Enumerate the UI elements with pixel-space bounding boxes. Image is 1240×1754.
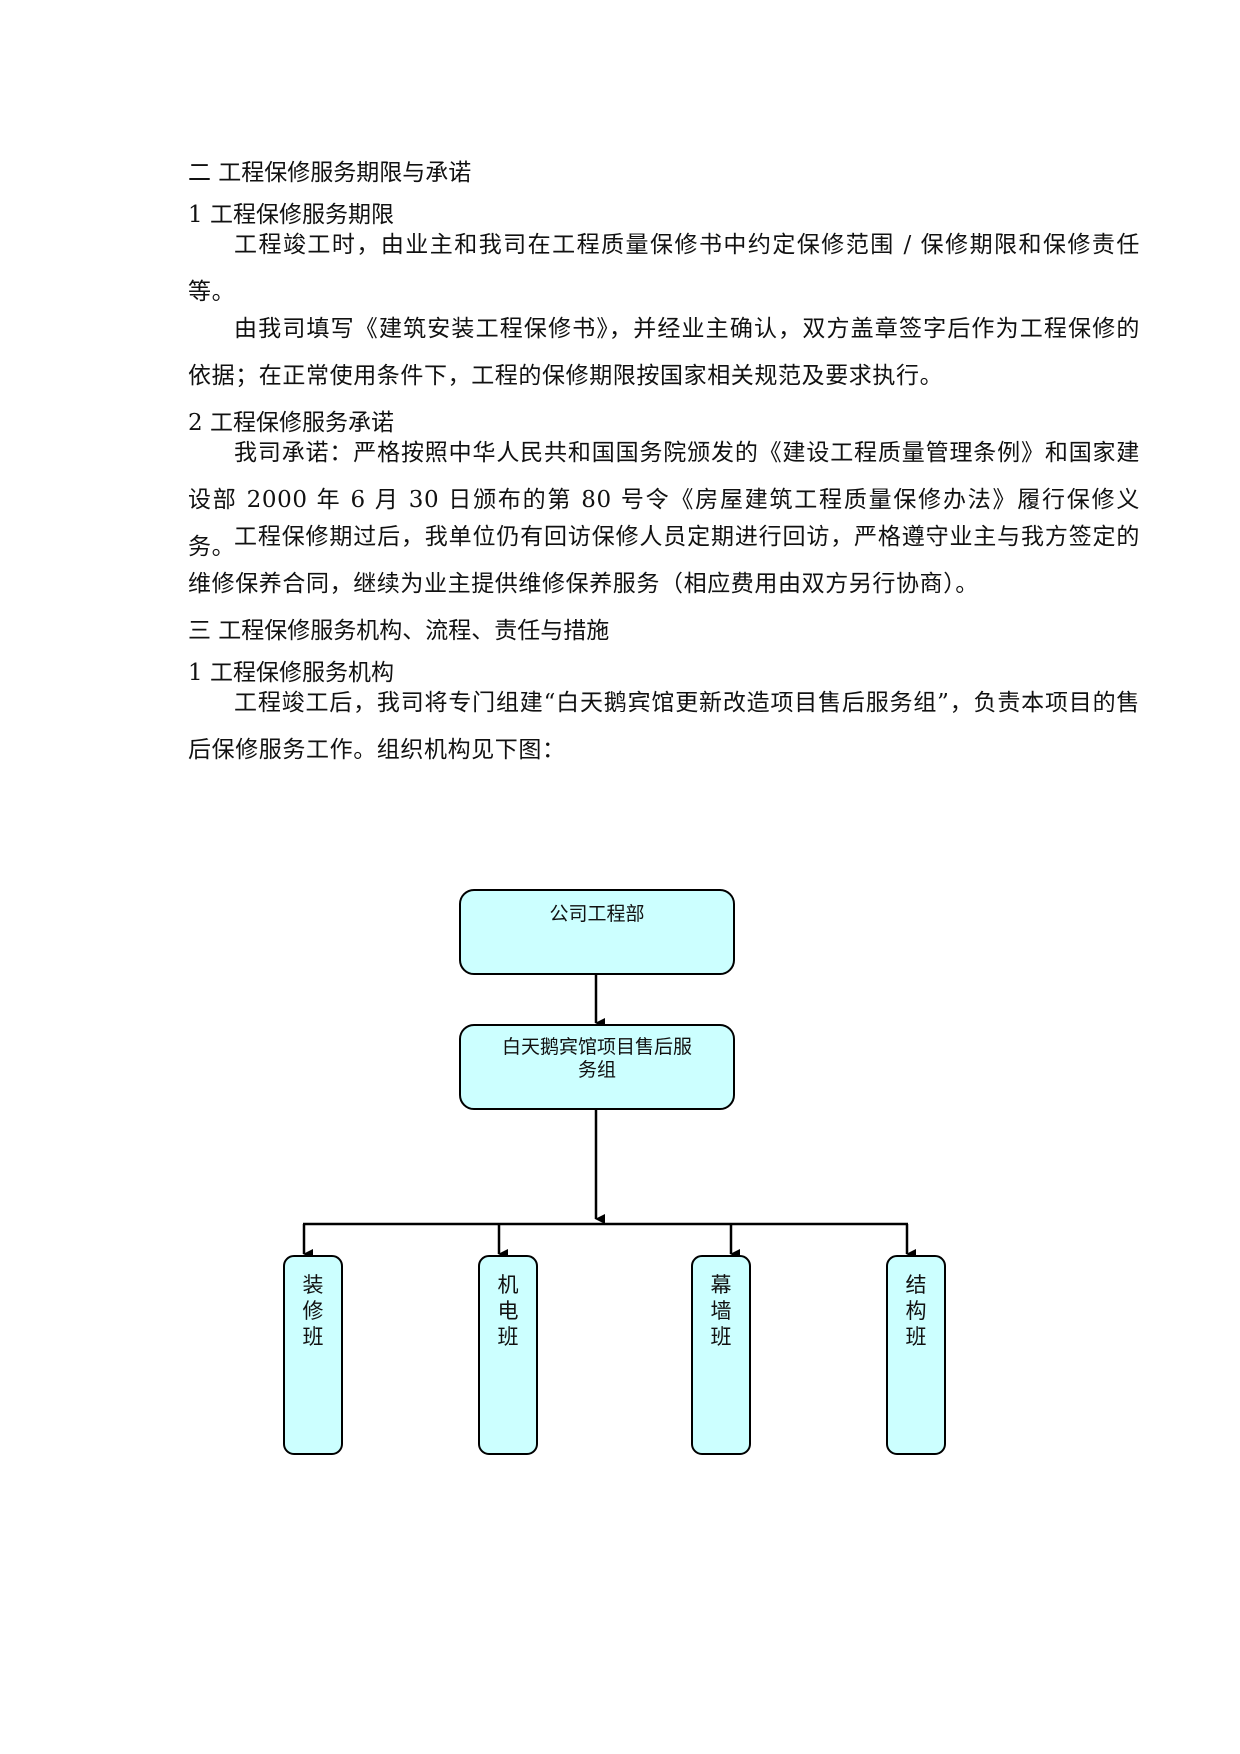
subheading-commitment: 2 工程保修服务承诺 <box>188 410 394 436</box>
subheading-period: 1 工程保修服务期限 <box>188 202 394 228</box>
org-team-box-4 <box>886 1255 946 1455</box>
section-heading-warranty: 二 工程保修服务期限与承诺 <box>188 160 472 186</box>
org-node-middle-line1: 白天鹅宾馆项目售后服 <box>501 1036 692 1058</box>
org-team-4-char-1: 结 <box>905 1273 927 1297</box>
org-team-3-char-1: 幕 <box>710 1273 732 1297</box>
org-team-1-label: 装 修 班 <box>298 1272 328 1350</box>
paragraph-commitment-1: 我司承诺：严格按照中华人民共和国国务院颁发的《建设工程质量管理条例》和国家建设部… <box>188 440 1140 560</box>
org-team-1-char-1: 装 <box>302 1273 324 1297</box>
org-node-middle-line2: 务组 <box>577 1059 616 1081</box>
org-team-4-char-2: 构 <box>905 1299 927 1323</box>
org-team-box-1 <box>283 1255 343 1455</box>
org-team-2-char-3: 班 <box>497 1325 519 1349</box>
org-team-3-char-3: 班 <box>710 1325 732 1349</box>
org-team-2-char-1: 机 <box>497 1273 519 1297</box>
org-node-top-label: 公司工程部 <box>549 903 645 925</box>
org-team-3-label: 幕 墙 班 <box>706 1272 736 1350</box>
org-team-1-char-3: 班 <box>302 1325 324 1349</box>
section-heading-organization: 三 工程保修服务机构、流程、责任与措施 <box>188 618 610 644</box>
subheading-org-unit: 1 工程保修服务机构 <box>188 660 394 686</box>
org-team-box-2 <box>478 1255 538 1455</box>
org-team-1-char-2: 修 <box>302 1299 324 1323</box>
org-node-middle-label: 白天鹅宾馆项目售后服 务组 <box>470 1036 724 1082</box>
org-team-2-label: 机 电 班 <box>493 1272 523 1350</box>
org-team-box-3 <box>691 1255 751 1455</box>
org-team-3-char-2: 墙 <box>710 1299 732 1323</box>
paragraph-period-2: 由我司填写《建筑安装工程保修书》，并经业主确认，双方盖章签字后作为工程保修的依据… <box>188 316 1140 389</box>
org-team-2-char-2: 电 <box>497 1299 519 1323</box>
paragraph-period-1: 工程竣工时，由业主和我司在工程质量保修书中约定保修范围 / 保修期限和保修责任等… <box>188 232 1140 305</box>
org-team-4-label: 结 构 班 <box>901 1272 931 1350</box>
paragraph-org: 工程竣工后，我司将专门组建“白天鹅宾馆更新改造项目售后服务组”，负责本项目的售后… <box>188 690 1140 763</box>
org-team-4-char-3: 班 <box>905 1325 927 1349</box>
paragraph-commitment-2: 工程保修期过后，我单位仍有回访保修人员定期进行回访，严格遵守业主与我方签定的维修… <box>188 524 1140 597</box>
